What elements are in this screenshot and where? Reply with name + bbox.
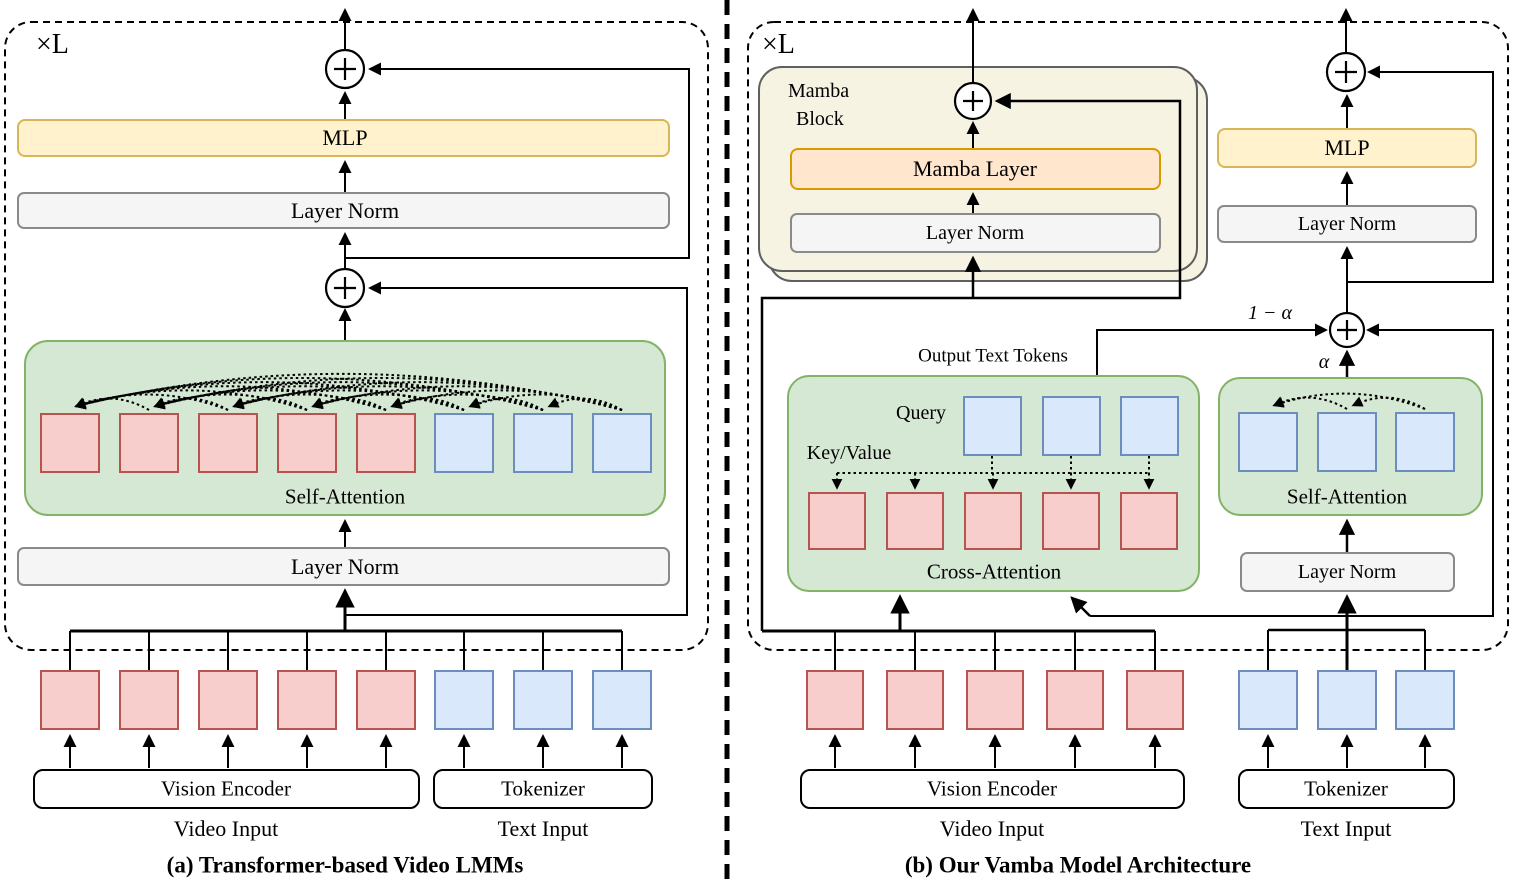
left-text-input-label: Text Input xyxy=(497,815,589,841)
left-video-token xyxy=(198,670,258,730)
left-sa-video-token xyxy=(40,413,100,473)
mamba-block-label-line2: Block xyxy=(796,108,844,130)
ca-kv-token xyxy=(1042,492,1100,550)
right-video-token xyxy=(1046,670,1104,730)
left-mlp-label: MLP xyxy=(322,124,368,150)
right-add-top xyxy=(1325,51,1367,93)
mamba-block-label-line1: Mamba xyxy=(788,80,850,102)
left-text-token xyxy=(434,670,494,730)
left-sa-text-token xyxy=(592,413,652,473)
left-caption: (a) Transformer-based Video LMMs xyxy=(166,852,524,878)
alpha-add xyxy=(1328,311,1366,349)
one-minus-alpha-label: 1 − α xyxy=(1248,302,1292,324)
left-sa-video-token xyxy=(119,413,179,473)
right-mlp-label: MLP xyxy=(1324,134,1370,160)
right-vision-encoder-label: Vision Encoder xyxy=(927,776,1057,801)
left-video-input-label: Video Input xyxy=(173,815,279,841)
left-video-token xyxy=(119,670,179,730)
ca-kv-token xyxy=(886,492,944,550)
right-sa-layernorm-label: Layer Norm xyxy=(1297,561,1397,583)
left-tokenizer-label: Tokenizer xyxy=(501,776,585,801)
left-self-attention-label: Self-Attention xyxy=(284,484,406,509)
ca-query-token xyxy=(1120,396,1179,456)
right-text-token xyxy=(1238,670,1298,730)
left-sa-text-token xyxy=(434,413,494,473)
ca-query-token xyxy=(963,396,1022,456)
mamba-layernorm-label: Layer Norm xyxy=(925,222,1025,244)
ca-query-token xyxy=(1042,396,1101,456)
left-sa-text-token xyxy=(513,413,573,473)
right-vision-encoder-box xyxy=(800,769,1185,809)
right-text-token xyxy=(1395,670,1455,730)
ca-kv-token xyxy=(1120,492,1178,550)
query-label: Query xyxy=(896,402,946,424)
left-vision-encoder-label: Vision Encoder xyxy=(161,776,291,801)
left-vision-encoder-box xyxy=(33,769,420,809)
right-mlp-residual xyxy=(1347,65,1494,283)
cross-attn-query-input xyxy=(1070,596,1091,617)
right-repeat-label: ×L xyxy=(762,29,795,60)
right-mlp-layernorm-label: Layer Norm xyxy=(1297,213,1397,235)
right-sa-text-token xyxy=(1395,412,1455,472)
left-video-token xyxy=(277,670,337,730)
left-tokenizer-box xyxy=(433,769,653,809)
right-tokenizer-label: Tokenizer xyxy=(1304,776,1388,801)
left-layernorm-top-label: Layer Norm xyxy=(290,197,400,223)
left-video-token xyxy=(356,670,416,730)
right-self-attention-label: Self-Attention xyxy=(1286,484,1408,509)
right-caption: (b) Our Vamba Model Architecture xyxy=(904,852,1252,878)
right-text-input-label: Text Input xyxy=(1300,815,1392,841)
right-video-token xyxy=(1126,670,1184,730)
left-sa-video-token xyxy=(277,413,337,473)
right-video-token xyxy=(886,670,944,730)
left-layernorm-bottom-label: Layer Norm xyxy=(290,553,400,579)
alpha-label: α xyxy=(1318,351,1330,373)
right-video-token xyxy=(966,670,1024,730)
output-text-tokens-wire xyxy=(1096,323,1328,375)
right-tokenizer-box xyxy=(1238,769,1455,809)
left-residual-top xyxy=(345,62,690,259)
right-sa-text-token xyxy=(1317,412,1377,472)
output-text-tokens-label: Output Text Tokens xyxy=(918,345,1068,367)
right-text-token xyxy=(1317,670,1377,730)
cross-attention-label: Cross-Attention xyxy=(926,559,1062,584)
key-value-label: Key/Value xyxy=(806,442,892,464)
left-add-bottom xyxy=(324,267,366,309)
left-video-token xyxy=(40,670,100,730)
ca-kv-token xyxy=(964,492,1022,550)
right-video-token xyxy=(806,670,864,730)
left-add-top xyxy=(324,48,366,90)
right-sa-text-token xyxy=(1238,412,1298,472)
left-text-token xyxy=(592,670,652,730)
left-sa-video-token xyxy=(198,413,258,473)
left-text-token xyxy=(513,670,573,730)
left-sa-video-token xyxy=(356,413,416,473)
mamba-layer-label: Mamba Layer xyxy=(913,155,1037,181)
right-video-input-label: Video Input xyxy=(939,815,1045,841)
ca-kv-token xyxy=(808,492,866,550)
left-repeat-label: ×L xyxy=(36,29,69,60)
